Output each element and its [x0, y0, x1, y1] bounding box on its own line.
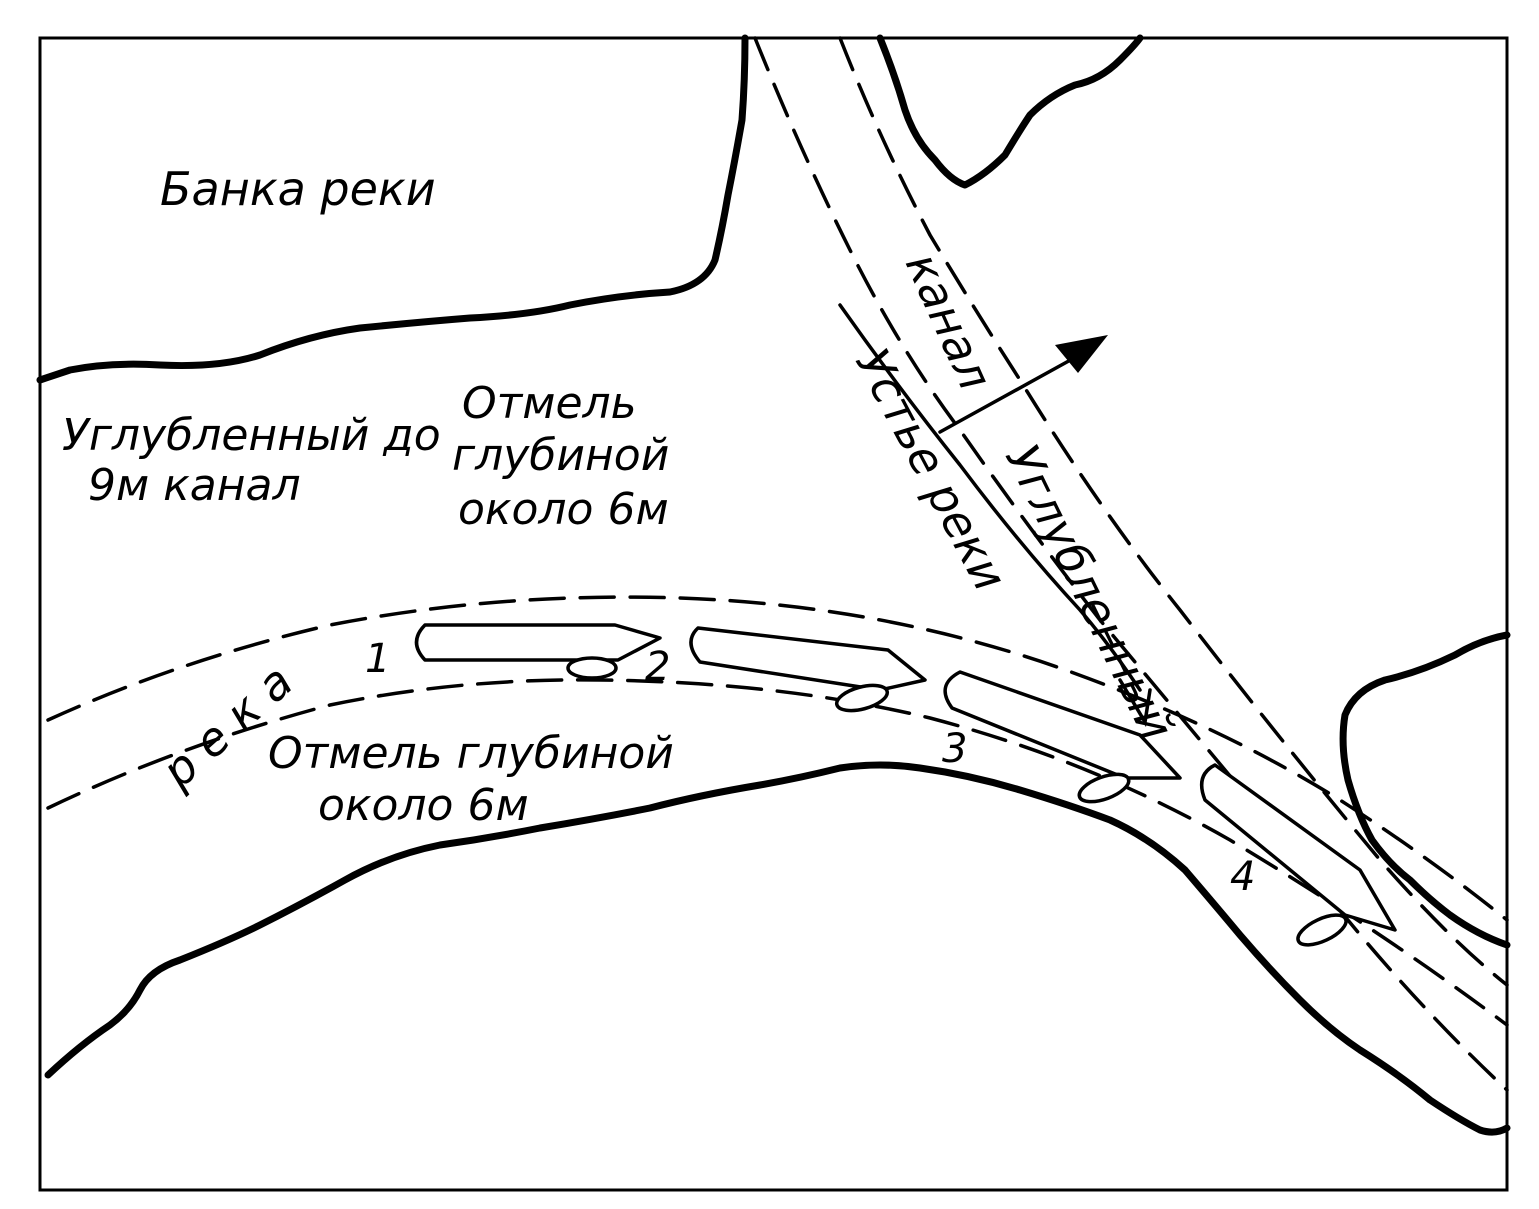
direction-arrow-shaft	[938, 350, 1087, 434]
right-headland-shoreline	[1339, 631, 1511, 949]
ship-number-3: 3	[942, 726, 967, 772]
label-shoal-top-line1: Отмель	[462, 378, 637, 429]
ship-number-2: 2	[645, 644, 670, 690]
label-shoal-top-line3: около 6м	[458, 484, 669, 535]
ship-2	[689, 626, 927, 713]
label-dredged-line1: Углубленный до	[62, 410, 441, 461]
canal-arrowhead-lower	[1118, 678, 1152, 728]
canal-left-dashed-edge	[753, 36, 1509, 1092]
label-bank: Банка реки	[160, 162, 436, 216]
canal-right-dashed-edge	[838, 36, 1509, 987]
diagram-frame	[38, 36, 1509, 1192]
upper-left-shoreline	[36, 34, 749, 384]
label-shoal-bottom-line1: Отмель глубиной	[268, 728, 674, 779]
label-shoal-top-line2: глубиной	[452, 430, 669, 481]
label-shoal-bottom-line2: около 6м	[318, 780, 529, 831]
ship-4	[1199, 763, 1397, 947]
label-dredged-line2: 9м канал	[88, 460, 301, 511]
ship-1	[414, 623, 662, 680]
canal-centerline	[838, 303, 1142, 692]
ship-3	[943, 670, 1182, 804]
upper-right-shoreline	[876, 34, 1144, 189]
river-channel-lower-edge	[46, 678, 1509, 1027]
lower-shoreline	[44, 761, 1511, 1136]
river-channel-upper-edge	[46, 595, 1509, 922]
ship-number-4: 4	[1230, 854, 1255, 900]
ship-number-1: 1	[365, 636, 390, 682]
direction-arrow-head	[1055, 335, 1108, 373]
